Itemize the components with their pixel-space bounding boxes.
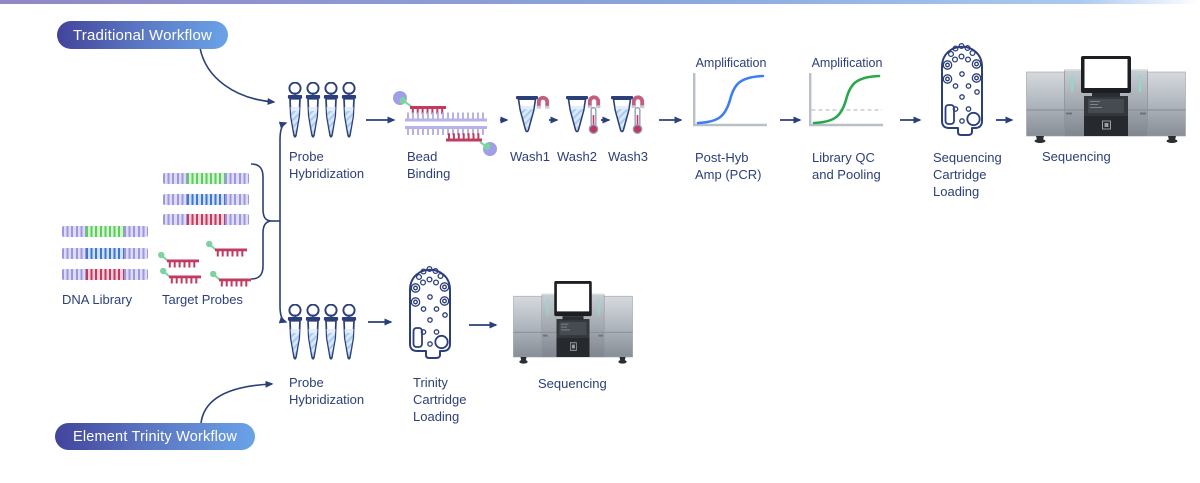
target-probes-label: Target Probes bbox=[162, 292, 243, 307]
branch-arrow-top bbox=[278, 121, 288, 221]
flow-arrows-bottom bbox=[368, 318, 498, 329]
probe-hybridization-label-bottom: Probe Hybridization bbox=[289, 375, 365, 407]
amplification-chart-post-hyb bbox=[693, 73, 767, 127]
amplification-chart-library-qc bbox=[809, 73, 883, 127]
sequencing-label-bottom: Sequencing bbox=[538, 376, 607, 391]
sequencer-instrument-top bbox=[1026, 56, 1186, 144]
dna-bar bbox=[62, 226, 148, 237]
wash2-label: Wash2 bbox=[557, 149, 597, 164]
branch-arrow-bottom bbox=[278, 221, 288, 324]
trinity-cartridge-icon bbox=[409, 265, 451, 359]
dna-bar bbox=[62, 269, 148, 280]
probe-hybridization-tubes-top bbox=[288, 83, 356, 137]
bead-binding-label: Bead Binding bbox=[407, 149, 451, 181]
trinity-workflow-badge: Element Trinity Workflow bbox=[55, 423, 255, 450]
magnet-icon bbox=[631, 95, 645, 109]
grouping-bracket bbox=[250, 163, 273, 280]
dna-bar bbox=[163, 173, 249, 184]
wash1-label: Wash1 bbox=[510, 149, 550, 164]
post-hyb-amp-label: Post-Hyb Amp (PCR) bbox=[695, 150, 762, 182]
amplification-title-post-hyb: Amplification bbox=[695, 56, 767, 70]
thermometer-icon bbox=[588, 107, 599, 134]
amplification-title-library-qc: Amplification bbox=[811, 56, 883, 70]
dna-bar bbox=[163, 214, 249, 225]
trinity-badge-arrow bbox=[200, 380, 274, 424]
wash1-icon bbox=[516, 95, 550, 133]
dna-bar bbox=[163, 194, 249, 205]
wash3-icon bbox=[611, 95, 645, 134]
sequencing-cartridge-loading-label: Sequencing Cartridge Loading bbox=[933, 150, 1002, 199]
magnet-icon bbox=[587, 95, 601, 109]
dna-bar bbox=[62, 248, 148, 259]
probe-hybridization-tubes-bottom bbox=[288, 305, 356, 359]
traditional-badge-arrow bbox=[199, 47, 276, 105]
trinity-cartridge-loading-label: Trinity Cartridge Loading bbox=[413, 375, 467, 424]
sequencing-cartridge-icon bbox=[941, 42, 983, 136]
wash2-icon bbox=[566, 95, 601, 134]
sequencer-instrument-bottom bbox=[513, 281, 633, 365]
top-gradient-bar bbox=[0, 0, 1200, 4]
traditional-workflow-badge: Traditional Workflow bbox=[57, 21, 228, 49]
probe-hybridization-label-top: Probe Hybridization bbox=[289, 149, 365, 181]
thermometer-icon bbox=[632, 107, 643, 134]
target-probe-flag bbox=[210, 271, 251, 284]
magnet-icon bbox=[536, 95, 550, 109]
library-qc-label: Library QC and Pooling bbox=[812, 150, 881, 182]
wash3-label: Wash3 bbox=[608, 149, 648, 164]
target-probe-flag bbox=[206, 241, 247, 254]
sequencing-label-top: Sequencing bbox=[1042, 149, 1111, 164]
target-probe-flag bbox=[160, 268, 201, 281]
target-probe-flag bbox=[158, 252, 199, 265]
dna-library-label: DNA Library bbox=[62, 292, 133, 307]
bead-binding-icon bbox=[393, 91, 497, 156]
